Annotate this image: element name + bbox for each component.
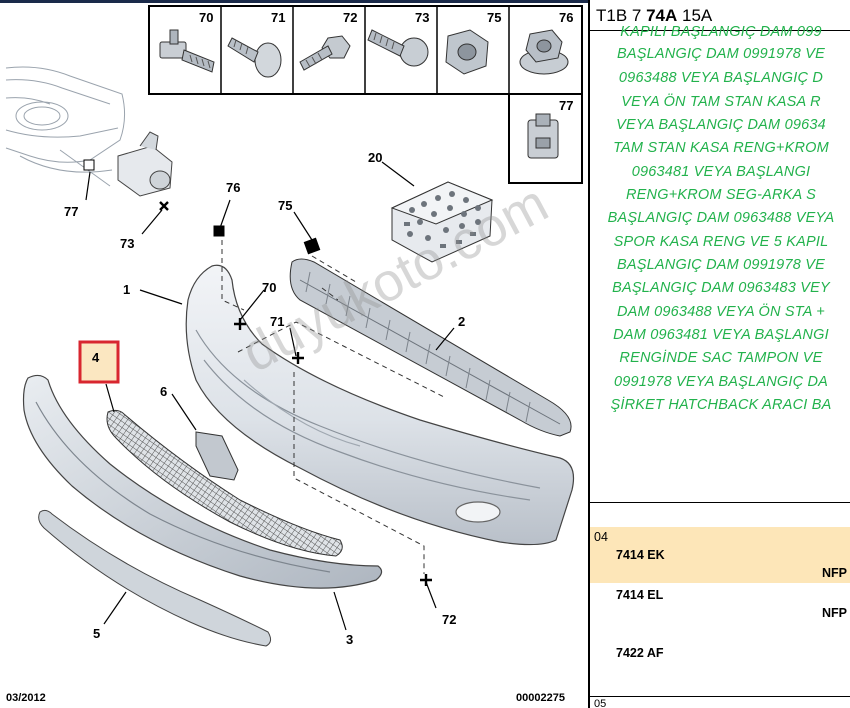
top-bar	[0, 0, 588, 3]
desc-line: BAŞLANGIÇ DAM 0963488 VEYA	[607, 210, 835, 226]
reference-prefix: T1B 7	[596, 6, 642, 25]
callout-5: 5	[93, 626, 100, 641]
callout-1: 1	[123, 282, 130, 297]
fastener-markers	[83, 159, 432, 586]
callout-75: 75	[278, 198, 292, 213]
desc-line: BAŞLANGIÇ DAM 0963483 VEY	[612, 280, 830, 296]
box-label-76: 76	[559, 10, 573, 25]
desc-line: KAPILI BAŞLANGIÇ DAM 099	[620, 24, 822, 40]
fastener-box-frame	[148, 5, 583, 184]
box-label-73: 73	[415, 10, 429, 25]
callout-72: 72	[442, 612, 456, 627]
callout-6: 6	[160, 384, 167, 399]
part-2-absorber	[289, 258, 572, 437]
part-4-lower-grille	[106, 409, 343, 557]
reference-bold: 74A	[646, 6, 678, 25]
desc-line: VEYA BAŞLANGIÇ DAM 09634	[616, 117, 826, 133]
part-code-2[interactable]: 7414 EL	[616, 588, 664, 602]
part-1-bumper-shell	[185, 264, 575, 546]
part-status-1: NFP	[822, 566, 847, 580]
box-label-77: 77	[559, 98, 573, 113]
footer-date: 03/2012	[6, 692, 46, 704]
callout-77: 77	[64, 204, 78, 219]
fastener-70-icon	[159, 29, 215, 73]
fastener-72-icon	[299, 35, 351, 71]
fastener-71-icon	[227, 37, 282, 78]
row-index: 04	[594, 530, 608, 544]
desc-line: 0963488 VEYA BAŞLANGIÇ D	[618, 70, 824, 86]
desc-line: VEYA ÖN TAM STAN KASA R	[621, 94, 821, 110]
table-top-divider	[590, 502, 850, 503]
car-front-outline	[5, 66, 126, 187]
part-3-spoiler-lip	[22, 374, 383, 589]
desc-line: 0991978 VEYA BAŞLANGIÇ DA	[613, 374, 829, 390]
desc-line: BAŞLANGIÇ DAM 0991978 VE	[617, 46, 825, 62]
fog-lamp-bracket	[117, 131, 173, 197]
box-label-71: 71	[271, 10, 285, 25]
reference-header: T1B 7 74A 15A	[596, 6, 712, 26]
table-bottom-divider	[590, 696, 850, 697]
callout-70: 70	[262, 280, 276, 295]
header-divider	[590, 30, 850, 31]
callout-71: 71	[270, 314, 284, 329]
exploded-parts-diagram: 70 71 72 73 75 76 77	[5, 5, 583, 647]
callout-3: 3	[346, 632, 353, 647]
desc-line: DAM 0963488 VEYA ÖN STA +	[617, 304, 825, 320]
assembly-dashed-lines	[221, 240, 447, 574]
fastener-75-icon	[445, 29, 489, 75]
highlighted-table-row[interactable]	[590, 527, 850, 583]
part-code-3[interactable]: 7422 AF	[616, 646, 664, 660]
part-code-1[interactable]: 7414 EK	[616, 548, 665, 562]
desc-line: RENG+KROM SEG-ARKA S	[626, 187, 816, 203]
part-6-bracket	[195, 431, 239, 481]
desc-line: ŞİRKET HATCHBACK ARACI BA	[610, 397, 832, 413]
callout-20: 20	[368, 150, 382, 165]
box-label-70: 70	[199, 10, 213, 25]
reference-suffix: 15A	[682, 6, 713, 25]
part-4-highlight-box[interactable]	[78, 340, 120, 384]
box-label-72: 72	[343, 10, 357, 25]
parts-info-panel: T1B 7 74A 15A KAPILI BAŞLANGIÇ DAM 099 B…	[588, 0, 850, 708]
fastener-77-icon	[527, 113, 559, 159]
desc-line: TAM STAN KASA RENG+KROM	[613, 140, 829, 156]
fastener-76-icon	[519, 29, 569, 75]
desc-line: BAŞLANGIÇ DAM 0991978 VE	[617, 257, 825, 273]
callout-2: 2	[458, 314, 465, 329]
part-5-trim-strip	[38, 509, 272, 647]
part-status-2: NFP	[822, 606, 847, 620]
fastener-73-icon	[367, 29, 429, 67]
footer-ref: 00002275	[516, 692, 565, 704]
desc-line: SPOR KASA RENG VE 5 KAPIL	[613, 234, 829, 250]
last-row-index: 05	[594, 698, 607, 708]
part-20-fastener-kit	[390, 181, 494, 263]
leader-lines	[85, 161, 455, 631]
callout-73: 73	[120, 236, 134, 251]
callout-76: 76	[226, 180, 240, 195]
desc-line: RENGİNDE SAC TAMPON VE	[619, 350, 823, 366]
desc-line: 0963481 VEYA BAŞLANGI	[631, 164, 811, 180]
desc-line: DAM 0963481 VEYA BAŞLANGI	[613, 327, 829, 343]
box-label-75: 75	[487, 10, 501, 25]
callout-4: 4	[92, 350, 100, 365]
